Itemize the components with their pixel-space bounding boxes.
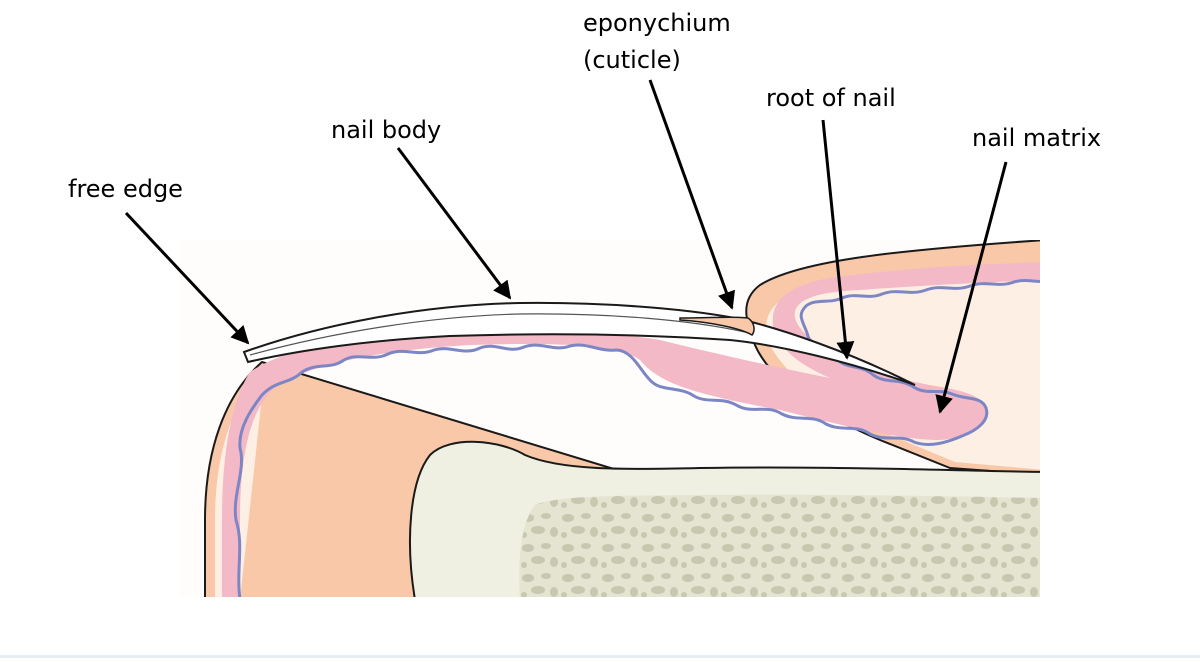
root-of-nail-label: root of nail xyxy=(766,83,896,113)
free-edge-label: free edge xyxy=(68,174,183,204)
cuticle-label: (cuticle) xyxy=(583,45,681,75)
nail-body-label: nail body xyxy=(331,115,441,145)
eponychium-label: eponychium xyxy=(583,8,731,38)
nail-matrix-label: nail matrix xyxy=(972,123,1101,153)
bone-spongy-region xyxy=(519,495,1045,600)
